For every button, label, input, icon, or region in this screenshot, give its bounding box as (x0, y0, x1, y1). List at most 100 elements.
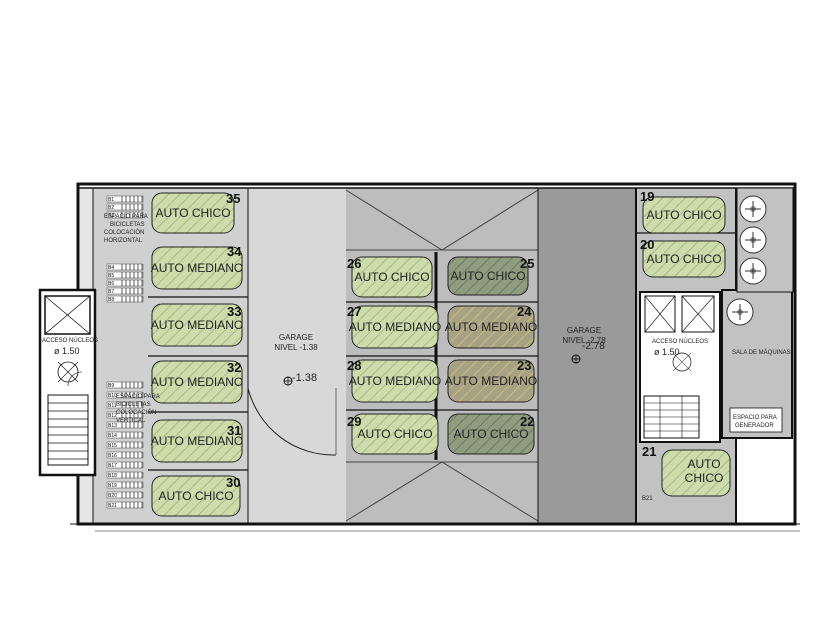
bike-code: B11 (108, 403, 117, 409)
b21-label: B21 (642, 496, 653, 502)
car-outline (447, 256, 529, 296)
bike-slot-b7: B7 (106, 287, 144, 295)
bike-code: B19 (108, 483, 117, 489)
level-2-value: -2.78 (582, 341, 605, 352)
space-label: AUTO MEDIANO (445, 374, 537, 388)
space-label: AUTO CHICO (357, 427, 432, 441)
car-outline (351, 256, 433, 298)
diameter-right-label: ø 1.50 (654, 347, 680, 357)
car-outline (151, 475, 241, 517)
bike-code: B2 (108, 205, 114, 211)
zone-ramp-1 (248, 188, 346, 523)
space-number: 26 (347, 256, 361, 271)
level-1-marker (283, 376, 293, 386)
level-1-title: GARAGE (279, 333, 313, 342)
bike-code: B17 (108, 463, 117, 469)
bike-top-line-3: COLOCACIÓN (104, 229, 144, 236)
space-number: 22 (520, 414, 534, 429)
bike-slot-b18: B18 (106, 471, 144, 479)
space-label: AUTO MEDIANO (445, 320, 537, 334)
bike-slot-b20: B20 (106, 491, 144, 499)
space-label-line-2: CHICO (685, 471, 724, 485)
space-label: AUTO CHICO (354, 270, 429, 284)
car-outline (351, 305, 439, 349)
car-outline (151, 419, 243, 463)
level-1-value: -1.38 (292, 372, 317, 384)
space-number: 28 (347, 358, 361, 373)
space-number: 34 (227, 244, 242, 259)
bike-slot-b3: B3 (106, 211, 144, 219)
bike-code: B8 (108, 297, 114, 303)
bike-slot-b2: B2 (106, 203, 144, 211)
space-label: AUTO MEDIANO (151, 375, 243, 389)
bike-top-line-1: ESPACIO PARA (104, 214, 148, 220)
bike-code: B21 (108, 503, 117, 509)
space-label: AUTO MEDIANO (349, 374, 441, 388)
space-label: AUTO MEDIANO (349, 320, 441, 334)
space-label: AUTO CHICO (450, 269, 525, 283)
space-number: 31 (227, 423, 241, 438)
space-number: 25 (520, 256, 534, 271)
bike-top-line-2: BICICLETAS (110, 222, 145, 228)
bike-slot-b8: B8 (106, 295, 144, 303)
car-outline (151, 192, 235, 234)
bike-slot-b15: B15 (106, 441, 144, 449)
bike-slot-b11: B11 (106, 401, 144, 409)
ramp-markers (345, 189, 539, 522)
bike-code: B13 (108, 423, 117, 429)
space-label: AUTO MEDIANO (151, 261, 243, 275)
car-outline (642, 240, 726, 278)
space-number: 23 (517, 358, 531, 373)
bike-code: B4 (108, 265, 114, 271)
car-outline (447, 305, 535, 349)
bike-top-line-4: HORIZONTAL (104, 238, 143, 244)
door-swing-arc (247, 387, 337, 456)
car-outline (642, 196, 726, 234)
bike-slot-b12: B12 (106, 411, 144, 419)
bike-slot-b5: B5 (106, 271, 144, 279)
sala-maquinas-label: SALA DE MÁQUINAS (732, 349, 791, 356)
tank-3 (739, 257, 767, 285)
generador-line-2: GENERADOR (735, 423, 774, 429)
bike-slot-b21: B21 (106, 501, 144, 509)
bike-slot-b10: B10 (106, 391, 144, 399)
bike-slot-b17: B17 (106, 461, 144, 469)
space-label: AUTO MEDIANO (151, 318, 243, 332)
bike-code: B1 (108, 197, 114, 203)
car-outline (151, 360, 243, 404)
bike-slot-b4: B4 (106, 263, 144, 271)
bike-bottom-line-1: ESPACIO PARA (116, 394, 160, 400)
bike-slot-b9: B9 (106, 381, 144, 389)
bike-slot-b14: B14 (106, 431, 144, 439)
acceso-left-label: ACCESO NÚCLEOS (42, 337, 98, 344)
bike-code: B20 (108, 493, 117, 499)
tanks (726, 195, 767, 326)
left-core (38, 288, 97, 477)
bike-slot-b16: B16 (106, 451, 144, 459)
car-outline (151, 246, 243, 290)
bike-code: B10 (108, 393, 117, 399)
level-1-subtitle: NIVEL -1.38 (274, 343, 318, 352)
space-number: 27 (347, 304, 361, 319)
bike-bottom-line-3: COLOCACIÓN (116, 409, 156, 416)
space-number: 35 (226, 191, 240, 206)
space-number: 24 (517, 304, 532, 319)
tank-2 (739, 226, 767, 254)
bike-code: B12 (108, 413, 117, 419)
car-outline (447, 413, 535, 455)
generador-line-1: ESPACIO PARA (733, 415, 777, 421)
level-2-marker (571, 354, 581, 364)
